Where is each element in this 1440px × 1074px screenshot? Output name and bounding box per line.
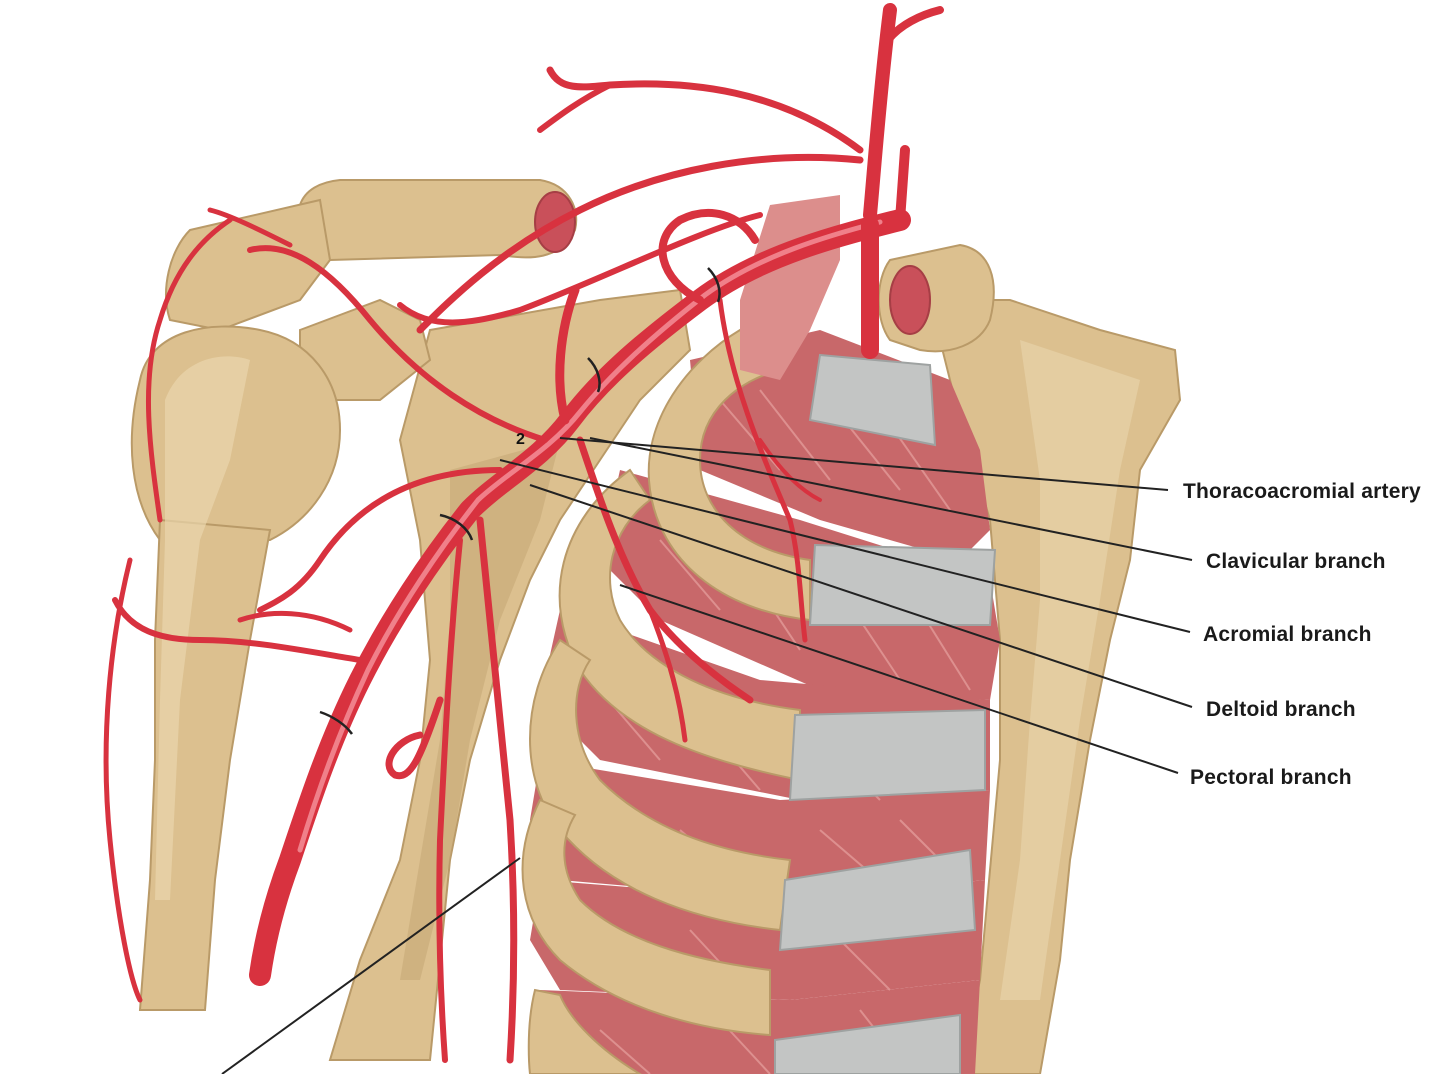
acromial-branch-twig — [207, 207, 293, 248]
label-deltoid-branch: Deltoid branch — [1206, 698, 1356, 721]
lateral-thoracic-artery — [476, 516, 518, 1064]
thoracodorsal-artery — [436, 537, 463, 1063]
humerus-highlight — [155, 356, 250, 900]
costal-cartilage-2 — [808, 543, 997, 626]
costal-cartilage-3 — [788, 708, 986, 802]
deltoid-descending — [103, 557, 143, 1003]
carotid-branch — [884, 6, 944, 44]
leader-clavicular — [589, 437, 1193, 561]
acromial-branch-vessel — [247, 245, 548, 443]
pectoral-twig-3 — [758, 438, 822, 502]
costal-cartilage-4 — [778, 848, 977, 952]
dorsal-scapular — [397, 212, 763, 326]
thoracoacromial-trunk — [555, 285, 580, 425]
transverse-cervical-twig — [537, 82, 613, 133]
sternum-highlight — [1000, 340, 1140, 1000]
acromion — [165, 198, 332, 332]
transverse-cervical — [546, 66, 864, 154]
label-pectoral-branch: Pectoral branch — [1190, 766, 1352, 789]
leader-deltoid — [529, 484, 1193, 708]
rib-4 — [521, 798, 771, 1037]
label-acromial-branch: Acromial branch — [1203, 623, 1372, 646]
region-number: 2 — [516, 431, 525, 448]
pectoral-twig-1 — [647, 607, 688, 743]
circumflex-loop — [385, 696, 444, 780]
deltoid-branch-vessel — [257, 467, 503, 613]
anterior-circumflex — [237, 611, 353, 633]
costal-cartilage-1 — [808, 353, 937, 447]
label-thoracoacromial-artery: Thoracoacromial artery — [1183, 480, 1421, 503]
vertebral-branch — [895, 145, 910, 225]
deltoid-ascending — [145, 217, 233, 523]
arterial-tree — [103, 3, 944, 1064]
leader-thoracoacromial — [559, 437, 1169, 491]
cut-mark-3 — [439, 513, 474, 541]
cut-mark-4 — [319, 710, 354, 735]
leader-bottom — [221, 857, 521, 1074]
circumflex-humeral — [112, 597, 363, 663]
label-clavicular-branch: Clavicular branch — [1206, 550, 1386, 573]
leader-acromial — [499, 459, 1191, 633]
suprascapular-artery — [416, 153, 864, 334]
axillary-artery-highlight — [297, 219, 883, 853]
cut-mark-1 — [707, 267, 721, 303]
medial-clavicle-cut-end — [889, 265, 931, 335]
costal-cartilage-5 — [774, 1013, 961, 1074]
rib-3 — [529, 638, 792, 932]
loop-artery — [658, 208, 759, 304]
leader-pectoral — [619, 584, 1179, 774]
cut-mark-2 — [587, 357, 601, 393]
pectoral-twig-2 — [717, 297, 808, 643]
